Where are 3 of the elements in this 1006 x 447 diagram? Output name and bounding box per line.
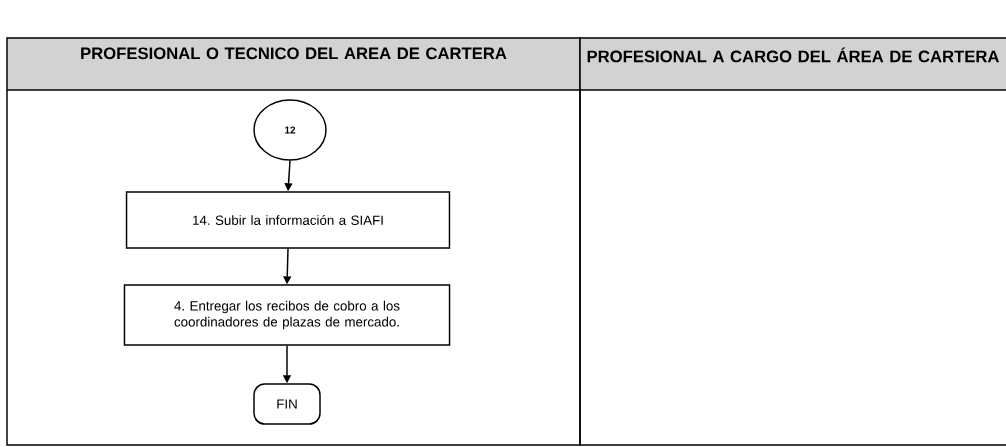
process-box: 14. Subir la información a SIAFI: [125, 191, 451, 249]
process-box: 4. Entregar los recibos de cobro a los coordinadores de plazas de mercado.: [123, 284, 451, 346]
swimlane: PROFESIONAL A CARGO DEL ÁREA DE CARTERA: [579, 37, 1006, 446]
